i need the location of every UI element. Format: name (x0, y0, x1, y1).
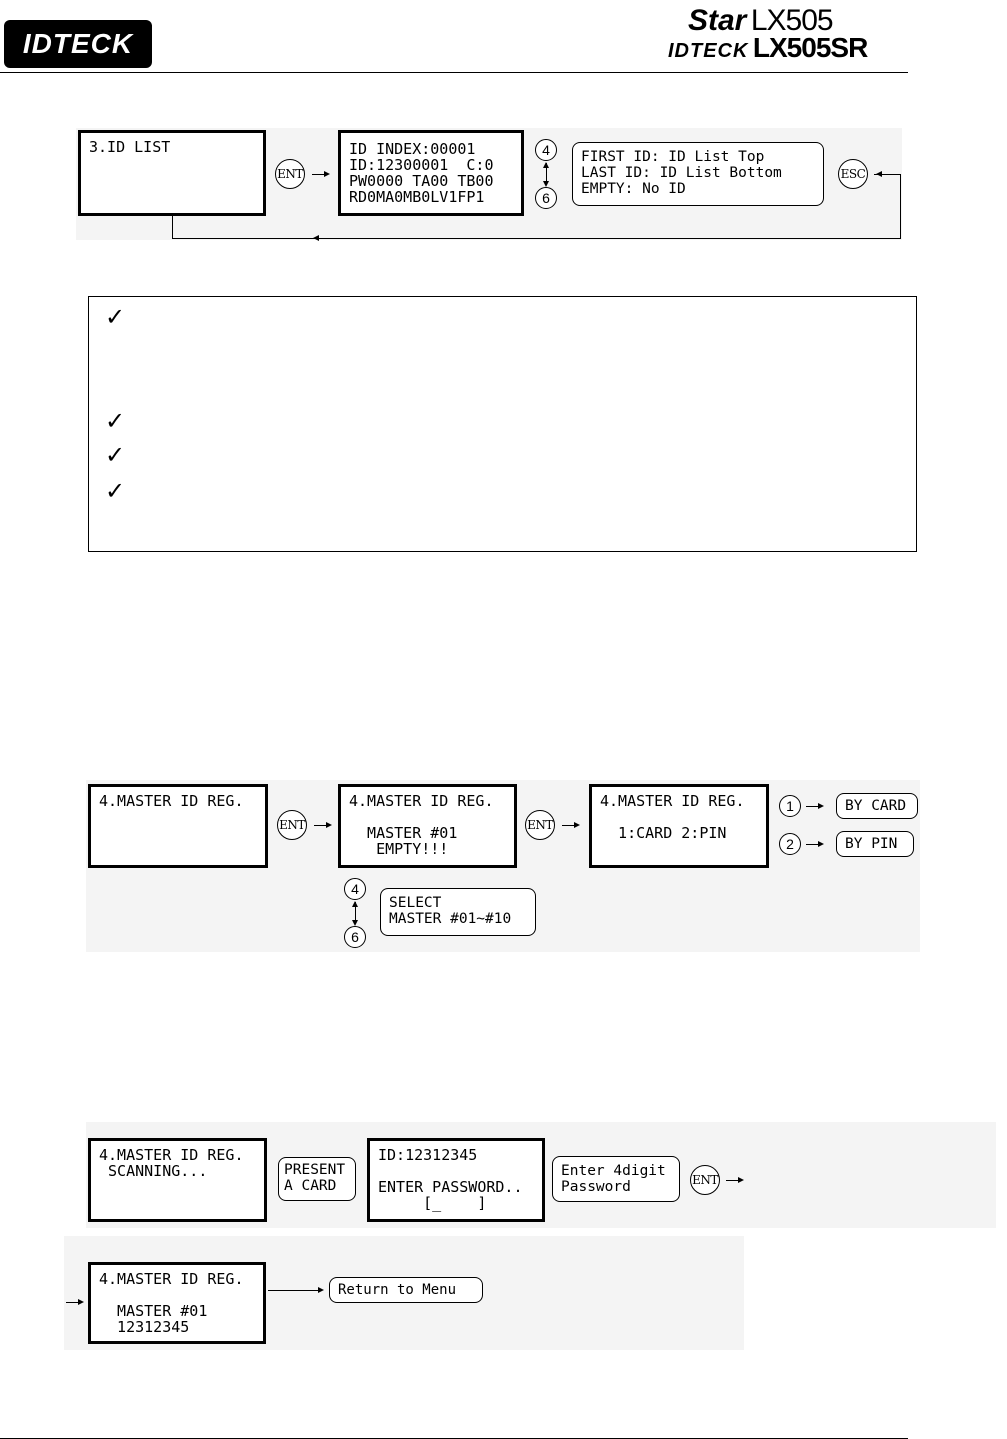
lcd-enter-password: ID:12312345 ENTER PASSWORD.. [_ ] (367, 1138, 545, 1222)
arrow-left-icon (876, 171, 882, 177)
by-card-label: BY CARD (836, 793, 918, 819)
header-divider (0, 72, 908, 73)
lcd-id-index: ID INDEX:00001 ID:12300001 C:0 PW0000 TA… (338, 130, 524, 216)
key-6-icon: 6 (535, 187, 557, 209)
arrow-down-icon (543, 181, 549, 187)
ent-key-icon: ENT (277, 810, 307, 840)
enter-password-note: Enter 4digit Password (552, 1156, 680, 1202)
arrow-up-icon (543, 162, 549, 168)
model-lx505: LX505 (750, 4, 834, 37)
notes-box: ✓ ✓ ✓ ✓ (88, 296, 917, 552)
arrow-right-icon (818, 841, 824, 847)
arrow-right-icon (326, 822, 332, 828)
key-4-icon: 4 (535, 139, 557, 161)
arrow-down-icon (352, 920, 358, 926)
arrow-line (806, 806, 820, 807)
arrow-line (314, 825, 328, 826)
updown-line (355, 902, 356, 924)
arrow-right-icon (78, 1299, 84, 1305)
lcd-scanning: 4.MASTER ID REG. SCANNING... (88, 1138, 267, 1222)
arrow-left-icon (313, 235, 319, 241)
return-line-v (900, 174, 901, 238)
arrow-line (268, 1290, 320, 1291)
id-list-note: FIRST ID: ID List Top LAST ID: ID List B… (572, 142, 824, 206)
ent-key-icon: ENT (525, 810, 555, 840)
check-icon: ✓ (105, 303, 126, 331)
esc-key-icon: ESC (838, 159, 868, 189)
key-1-icon: 1 (779, 795, 801, 817)
arrow-right-icon (324, 171, 330, 177)
present-card-note: PRESENT A CARD (278, 1157, 356, 1201)
arrow-right-icon (574, 822, 580, 828)
arrow-line (726, 1180, 740, 1181)
lcd-id-list: 3.ID LIST (78, 130, 266, 216)
arrow-line (66, 1302, 80, 1303)
ent-key-icon: ENT (275, 159, 305, 189)
product-title-line2: IDTECK LX505SR (668, 32, 868, 64)
idteck-logo: IDTECK (4, 20, 152, 68)
return-to-menu-note: Return to Menu (329, 1277, 483, 1303)
lcd-master-id-reg: 4.MASTER ID REG. (88, 784, 268, 868)
lcd-master-card-pin: 4.MASTER ID REG. 1:CARD 2:PIN (589, 784, 769, 868)
key-4-icon: 4 (344, 878, 366, 900)
check-icon: ✓ (105, 441, 126, 469)
arrow-right-icon (738, 1177, 744, 1183)
arrow-line (312, 174, 326, 175)
lcd-master-registered: 4.MASTER ID REG. MASTER #01 12312345 (88, 1262, 266, 1344)
lcd-master-empty: 4.MASTER ID REG. MASTER #01 EMPTY!!! (338, 784, 517, 868)
check-icon: ✓ (105, 477, 126, 505)
select-master-note: SELECT MASTER #01~#10 (380, 888, 536, 936)
by-pin-label: BY PIN (836, 831, 914, 857)
arrow-line (562, 825, 576, 826)
key-6-icon: 6 (344, 926, 366, 948)
star-brand: Star (688, 4, 747, 37)
return-line-up (172, 216, 173, 238)
arrow-line (806, 844, 820, 845)
esc-line (874, 174, 900, 175)
updown-line (546, 163, 547, 185)
arrow-right-icon (318, 1287, 324, 1293)
check-icon: ✓ (105, 407, 126, 435)
product-title-line1: Star LX505 (688, 4, 834, 38)
key-2-icon: 2 (779, 833, 801, 855)
model-lx505sr: LX505SR (752, 32, 868, 63)
ent-key-icon: ENT (690, 1165, 720, 1195)
idteck-brand-small: IDTECK (668, 40, 749, 62)
arrow-right-icon (818, 803, 824, 809)
arrow-up-icon (352, 901, 358, 907)
return-line-h (172, 238, 901, 239)
